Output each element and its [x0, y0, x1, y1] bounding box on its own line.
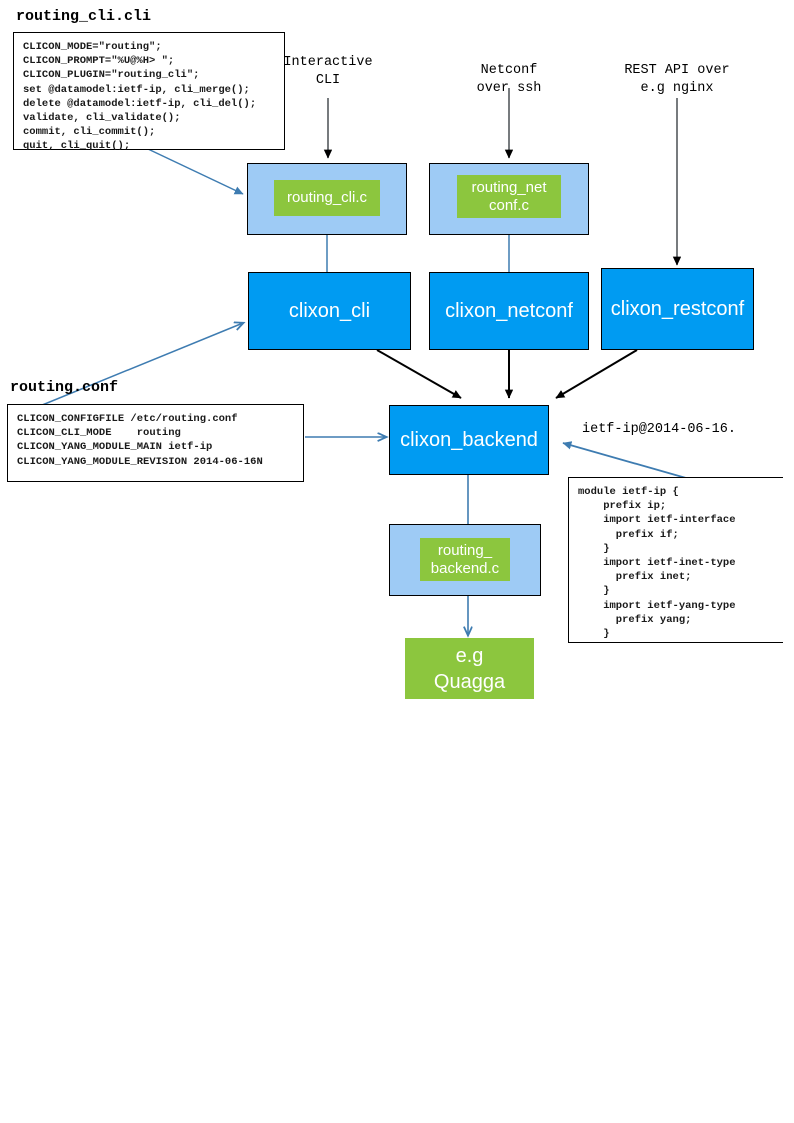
cli-file-title: routing_cli.cli: [16, 8, 152, 25]
label-rest-api: REST API over e.g nginx: [624, 63, 730, 96]
label-netconf-over-ssh: Netconf over ssh: [476, 63, 542, 96]
program-box-clixon-restconf[interactable]: clixon_restconf: [601, 268, 754, 350]
cli-file-codebox: CLICON_MODE="routing"; CLICON_PROMPT="%U…: [13, 32, 285, 152]
plugin-box-routing-backend-c: routing_ backend.c: [420, 538, 510, 581]
arrow-conf-to-clixon-cli: [29, 323, 243, 411]
program-box-clixon-cli[interactable]: clixon_cli: [248, 272, 411, 350]
conf-file-title: routing.conf: [10, 379, 119, 396]
program-box-clixon-backend[interactable]: clixon_backend: [389, 405, 549, 475]
plugin-box-routing-cli-c: routing_cli.c: [274, 180, 380, 216]
arrow-clixon-cli-to-backend: [376, 349, 462, 399]
arrow-clixon-restconf-to-backend: [555, 349, 638, 399]
conf-file-codebox: CLICON_CONFIGFILE /etc/routing.conf CLIC…: [7, 404, 304, 482]
program-box-clixon-netconf[interactable]: clixon_netconf: [429, 272, 589, 350]
plugin-container-cli: routing_cli.c: [247, 163, 407, 235]
routing-daemon-box-quagga: e.g Quagga: [405, 638, 534, 699]
arrow-yang-to-backend: [562, 441, 687, 479]
plugin-container-backend: routing_ backend.c: [389, 524, 541, 596]
arrow-cli-file-to-plugin: [147, 148, 244, 195]
label-interactive-cli: Interactive CLI: [283, 55, 373, 88]
yang-module-codebox: module ietf-ip { prefix ip; import ietf-…: [568, 477, 783, 643]
label-yang-module-file: ietf-ip@2014-06-16.: [582, 422, 736, 437]
plugin-container-netconf: routing_net conf.c: [429, 163, 589, 235]
plugin-box-routing-netconf-c: routing_net conf.c: [457, 175, 561, 218]
